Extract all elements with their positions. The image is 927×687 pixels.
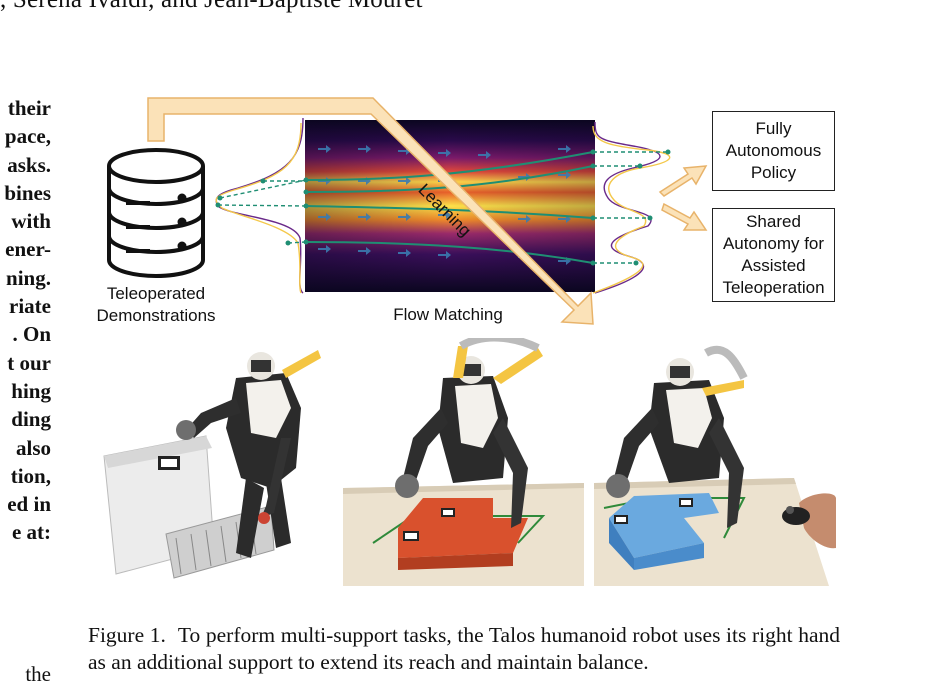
photo-robot-blue-box [594,338,836,586]
output-arrow [660,166,706,230]
abstract-line: . On [0,320,51,348]
box-line: Shared [713,211,834,233]
abstract-line: t our [0,349,51,377]
shared-autonomy-box: Shared Autonomy for Assisted Teleoperati… [712,208,835,302]
figure-label: Figure 1. [88,623,166,647]
authors-line: , Serena Ivaldi, and Jean-Baptiste Moure… [0,0,423,14]
box-line: Assisted [713,255,834,277]
abstract-line: pace, [0,122,51,150]
label-flow-matching: Flow Matching [378,304,518,326]
box-line: Teleoperation [713,277,834,299]
output-distribution [593,122,670,293]
label-line: Demonstrations [86,305,226,327]
box-line: Fully [713,118,834,140]
box-line: Autonomy for [713,233,834,255]
photo-robot-red-box [343,338,584,586]
database-icon [109,150,203,276]
abstract-line: ener- [0,235,51,263]
abstract-line: hing [0,377,51,405]
abstract-line: bines [0,179,51,207]
abstract-line: ning. [0,264,51,292]
abstract-line: their [0,94,51,122]
abstract-line: also [0,434,51,462]
body-text-fragment: the [0,662,51,687]
abstract-line: tion, [0,462,51,490]
abstract-line: riate [0,292,51,320]
label-teleoperated-demonstrations: Teleoperated Demonstrations [86,283,226,327]
figure-caption: Figure 1.To perform multi-support tasks,… [88,622,840,676]
box-line: Policy [713,162,834,184]
abstract-fragment: their pace, asks. bines with ener- ning.… [0,94,51,547]
caption-text: To perform multi-support tasks, the Talo… [88,623,840,674]
label-line: Teleoperated [86,283,226,305]
abstract-line: with [0,207,51,235]
fully-autonomous-policy-box: Fully Autonomous Policy [712,111,835,191]
box-line: Autonomous [713,140,834,162]
abstract-line: e at: [0,518,51,546]
abstract-line: asks. [0,151,51,179]
abstract-line: ding [0,405,51,433]
photo-robot-dishwasher [96,338,336,586]
abstract-line: ed in [0,490,51,518]
